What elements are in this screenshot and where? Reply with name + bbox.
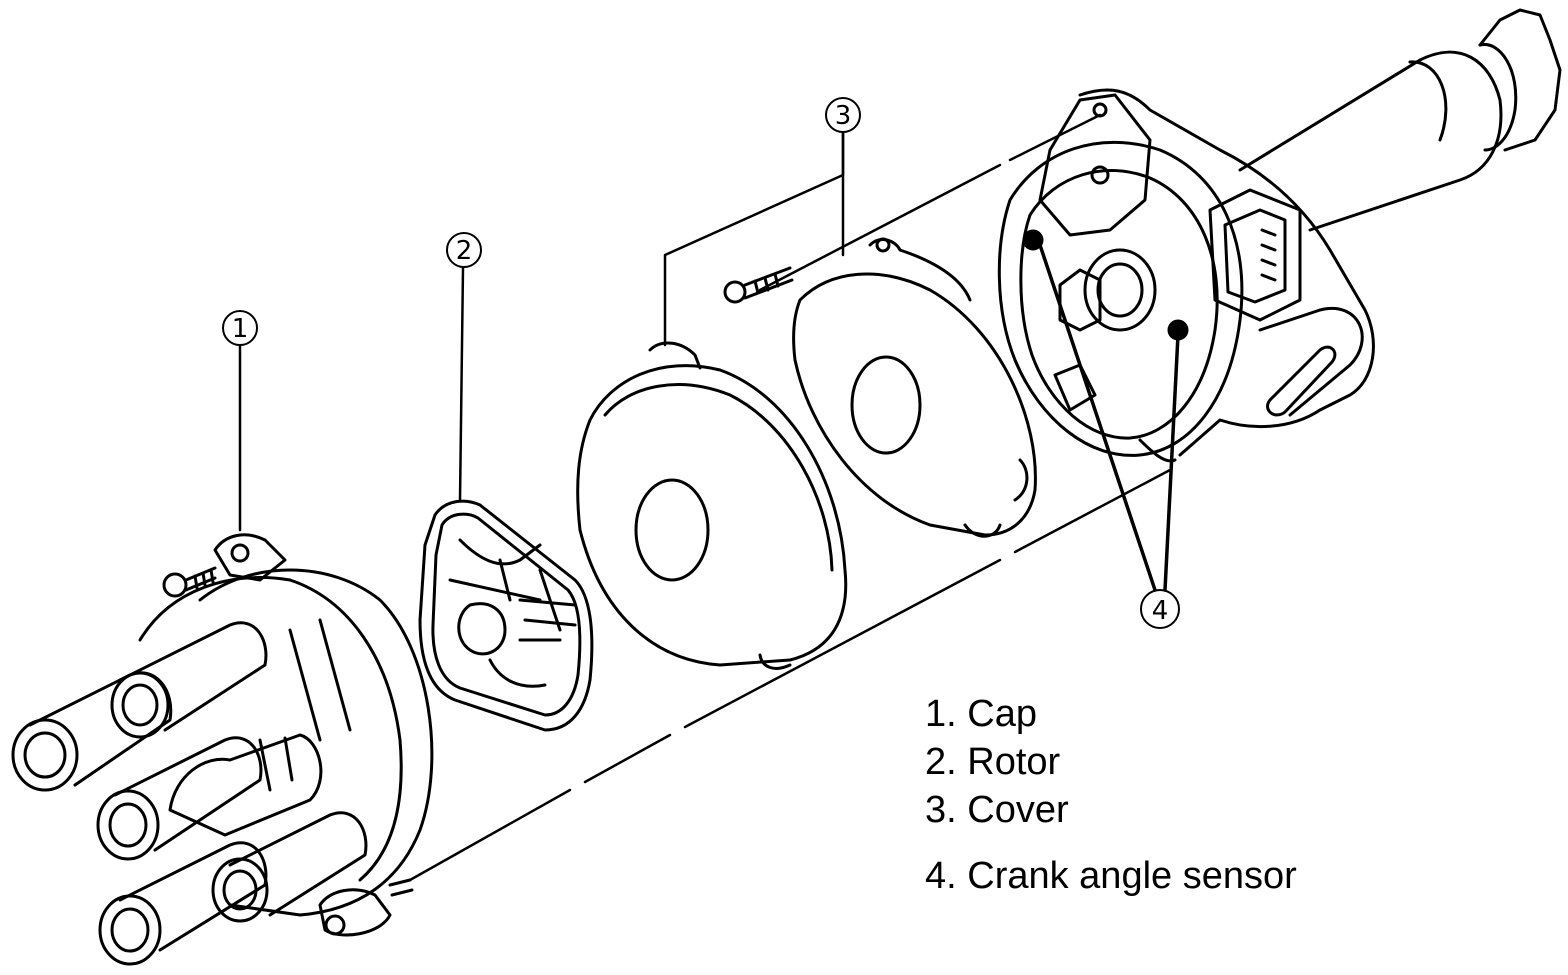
callout-4-number: 4: [1152, 596, 1169, 626]
callout-2-number: 2: [456, 236, 473, 266]
callout-1: 1: [222, 310, 258, 532]
legend-gap: [925, 834, 1297, 852]
rotor: [418, 499, 594, 732]
callout-3: 3: [663, 97, 861, 347]
callout-3-number: 3: [835, 101, 852, 131]
center-axis-line: [408, 113, 1172, 882]
distributor-body: [997, 8, 1562, 463]
callout-4: 4: [1038, 243, 1180, 629]
callout-2: 2: [446, 232, 482, 502]
legend-item-crank-angle-sensor: 4. Crank angle sensor: [925, 855, 1297, 897]
legend-item-cap: 1. Cap: [925, 693, 1037, 735]
distributor-cap: [11, 533, 434, 966]
parts-legend: 1. Cap 2. Rotor 3. Cover 4. Crank angle …: [925, 690, 1297, 900]
cover: [576, 237, 1037, 670]
legend-item-cover: 3. Cover: [925, 789, 1069, 831]
legend-item-rotor: 2. Rotor: [925, 741, 1061, 783]
callout-1-number: 1: [232, 314, 249, 344]
